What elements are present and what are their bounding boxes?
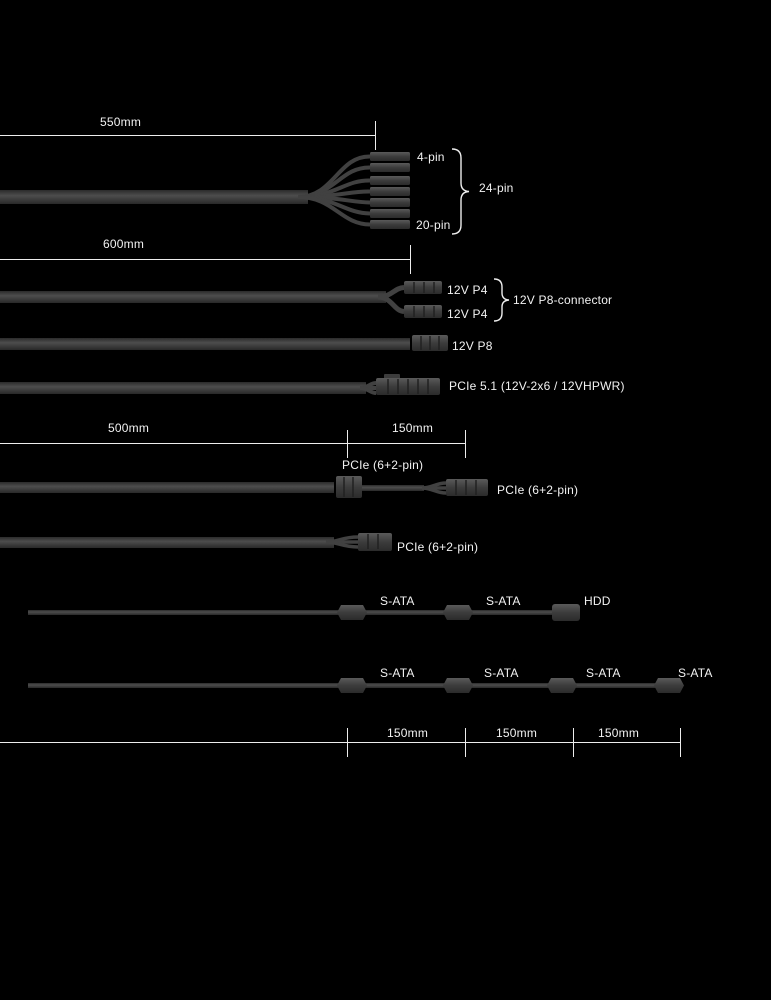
atx-length-label: 550mm: [100, 115, 142, 129]
measure-line-600: [0, 245, 411, 274]
connector-hdd: [552, 604, 580, 621]
cable-sata-hdd: [28, 604, 580, 621]
connector-sata-2: [443, 605, 473, 620]
connector-sata-1: [337, 605, 367, 620]
connector-sata-q3: [547, 678, 577, 693]
sata-segment-label-1: 150mm: [387, 726, 429, 740]
sata-segment-label-2: 150mm: [496, 726, 538, 740]
hdd-label: HDD: [584, 594, 611, 608]
connector-sata-q1: [337, 678, 367, 693]
sata-quad-label-2: S-ATA: [484, 666, 519, 680]
atx-24pin-label: 24-pin: [479, 181, 514, 195]
sata-quad-label-1: S-ATA: [380, 666, 415, 680]
pcie-mid-label: PCIe (6+2-pin): [342, 458, 424, 472]
cable-cpu-split: [0, 278, 510, 322]
cpu-length-label: 600mm: [103, 237, 145, 251]
cable-pcie-single: [0, 533, 392, 551]
brace-24pin: [451, 148, 470, 235]
p8-connector-label: 12V P8-connector: [513, 293, 613, 307]
cable-cpu-p8: [0, 335, 448, 351]
connector-atx-4pin: [370, 152, 410, 172]
p8-label: 12V P8: [452, 339, 493, 353]
cable-pcie5: [0, 374, 440, 395]
connector-sata-q2: [443, 678, 473, 693]
connector-pcie-mid: [336, 476, 362, 498]
sata-quad-label-3: S-ATA: [586, 666, 621, 680]
connector-12v-p4-top: [404, 281, 442, 294]
connector-12v-p4-bottom: [404, 305, 442, 318]
sata-hdd-label-2: S-ATA: [486, 594, 521, 608]
cable-pcie-daisy: [0, 476, 488, 498]
measure-line-500-150: [0, 430, 466, 458]
pcie-length-label: 500mm: [108, 421, 150, 435]
atx-4pin-label: 4-pin: [417, 150, 445, 164]
connector-12v-p8: [412, 335, 448, 351]
pcie-single-label: PCIe (6+2-pin): [397, 540, 479, 554]
connector-sata-q4: [654, 678, 684, 693]
connector-pcie-single: [358, 533, 392, 551]
brace-p8-connector: [493, 278, 510, 322]
measure-line-sata-segments: [0, 728, 681, 757]
measure-line-550: [0, 121, 376, 150]
pcie-end-label: PCIe (6+2-pin): [497, 483, 579, 497]
connector-atx-20pin: [370, 176, 410, 229]
sata-quad-label-4: S-ATA: [678, 666, 713, 680]
sata-hdd-label-1: S-ATA: [380, 594, 415, 608]
connector-12vhpwr: [376, 374, 440, 395]
pcie-extension-label: 150mm: [392, 421, 434, 435]
cable-atx-24pin: [0, 148, 470, 235]
p4-bottom-label: 12V P4: [447, 307, 488, 321]
sata-segment-label-3: 150mm: [598, 726, 640, 740]
p4-top-label: 12V P4: [447, 283, 488, 297]
pcie5-label: PCIe 5.1 (12V-2x6 / 12VHPWR): [449, 379, 625, 393]
cable-sata-quad: [28, 678, 684, 693]
connector-pcie-end: [446, 479, 488, 496]
atx-20pin-label: 20-pin: [416, 218, 451, 232]
